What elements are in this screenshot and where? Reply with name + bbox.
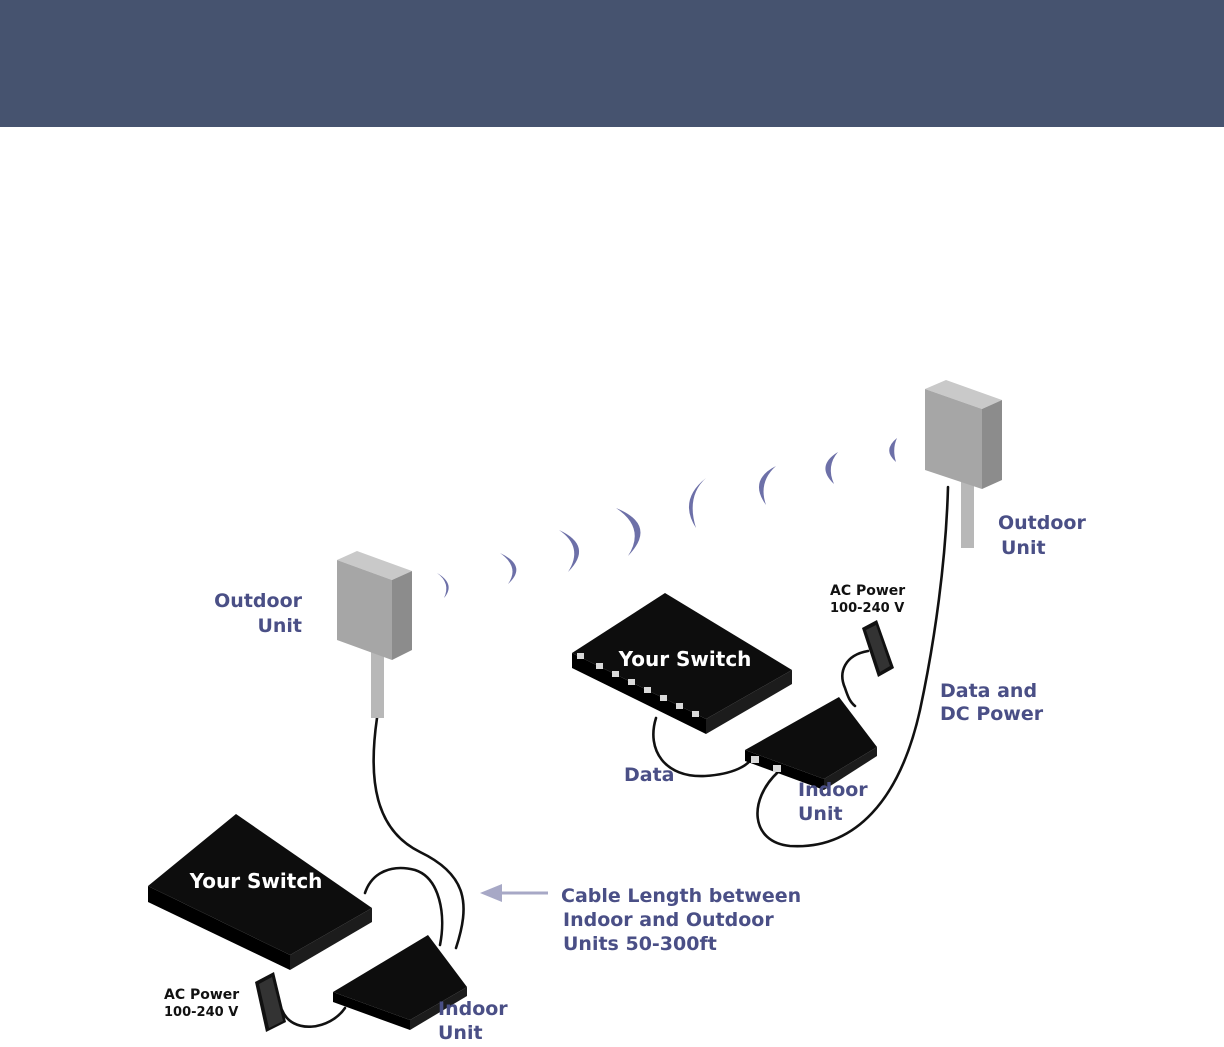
outdoor-unit-right xyxy=(925,380,1002,548)
indoor-unit-label-left-1: Indoor xyxy=(438,998,508,1020)
power-adapter-right xyxy=(862,620,894,677)
switch-indoor-cable-left xyxy=(365,868,442,945)
outdoor-unit-label-right-2: Unit xyxy=(1001,537,1046,559)
port xyxy=(644,687,651,693)
port xyxy=(596,663,603,669)
indoor-unit-label-right-2: Unit xyxy=(798,803,843,825)
ac-power-label-right-1: AC Power xyxy=(830,583,905,599)
power-adapter-left xyxy=(255,972,286,1032)
signal-arc xyxy=(689,478,706,528)
port xyxy=(660,695,667,701)
port xyxy=(773,765,781,772)
unit-side xyxy=(392,571,412,660)
signal-arc xyxy=(559,530,579,572)
port xyxy=(751,756,759,763)
port xyxy=(612,671,619,677)
mounting-pole xyxy=(371,650,384,718)
port xyxy=(577,653,584,659)
power-cable-left xyxy=(282,1008,345,1027)
power-cable-right xyxy=(842,651,868,706)
data-label: Data xyxy=(624,764,675,786)
signal-arc xyxy=(825,452,838,484)
outdoor-unit-label-left-1: Outdoor xyxy=(214,590,302,612)
mounting-pole xyxy=(961,480,974,548)
outdoor-unit-label-right-1: Outdoor xyxy=(998,512,1086,534)
outdoor-indoor-cable-left xyxy=(374,718,464,948)
cable-length-arrow xyxy=(480,884,548,902)
ac-power-label-left-1: AC Power xyxy=(164,987,239,1003)
data-dc-power-label-1: Data and xyxy=(940,680,1037,702)
signal-arc xyxy=(759,466,776,505)
unit-side xyxy=(982,400,1002,489)
switch-label-left: Your Switch xyxy=(189,869,323,893)
wireless-signal xyxy=(437,438,897,598)
outdoor-unit-left xyxy=(337,551,412,718)
signal-arc xyxy=(889,438,897,462)
switch-label-right: Your Switch xyxy=(618,647,752,671)
port xyxy=(692,711,699,717)
cable-length-label-2: Indoor and Outdoor xyxy=(563,909,774,931)
port xyxy=(628,679,635,685)
indoor-unit-label-right-1: Indoor xyxy=(798,779,868,801)
ac-power-label-right-2: 100-240 V xyxy=(830,601,904,616)
cable-length-label-3: Units 50-300ft xyxy=(563,933,717,955)
indoor-unit-right xyxy=(745,697,877,790)
signal-arc xyxy=(616,508,641,556)
ac-power-label-left-2: 100-240 V xyxy=(164,1005,238,1020)
port xyxy=(676,703,683,709)
signal-arc xyxy=(437,573,449,598)
indoor-unit-label-left-2: Unit xyxy=(438,1022,483,1044)
signal-arc xyxy=(500,553,516,584)
data-dc-power-label-2: DC Power xyxy=(940,703,1044,725)
arrow-head xyxy=(480,884,502,902)
outdoor-unit-label-left-2: Unit xyxy=(257,615,302,637)
cable-length-label-1: Cable Length between xyxy=(561,885,801,907)
